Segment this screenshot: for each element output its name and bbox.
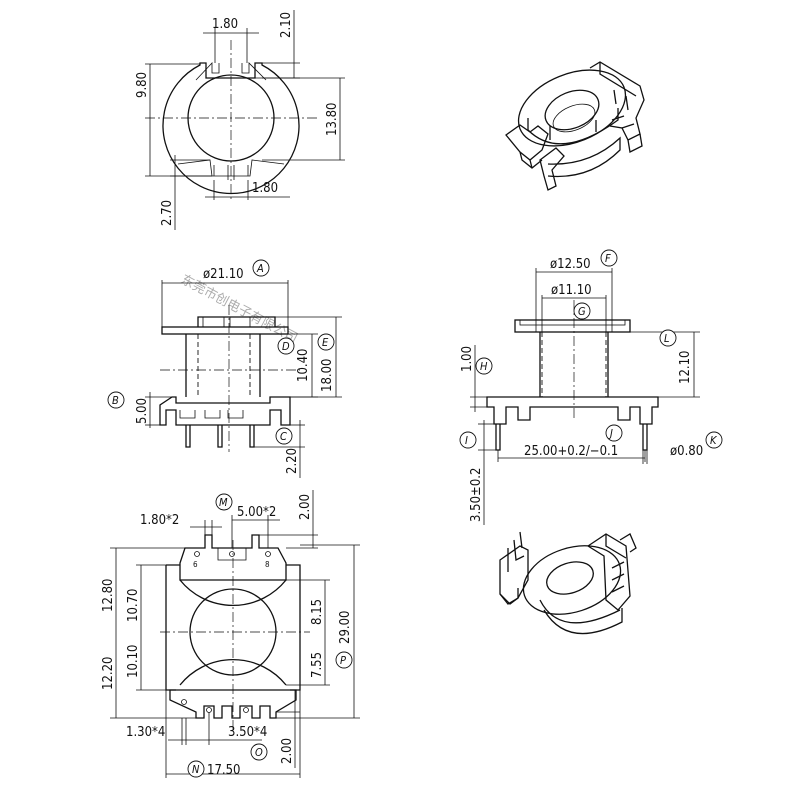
bubble-L [659, 329, 677, 347]
svg-text:D: D [282, 340, 290, 353]
svg-text:P: P [340, 654, 346, 667]
dim-H: 1.00 [460, 346, 475, 372]
bubble-O [250, 743, 268, 761]
top-view-top-notch [195, 61, 267, 81]
dim-F: ø12.50 [550, 257, 591, 272]
svg-text:O: O [255, 746, 263, 759]
iso-view-upper [505, 61, 645, 191]
dim-E: 18.00 [320, 359, 335, 392]
bottom-view: 6 8 1.80*2 5.00*2 M 2.00 12.80 10.70 [101, 490, 360, 778]
front-view: ø21.10 A 10.40 D 18.00 E 5.00 B 2.20 C [107, 259, 342, 478]
dim-D: 10.40 [296, 349, 311, 382]
bubble-F [600, 249, 618, 267]
bubble-D [277, 337, 295, 355]
svg-text:M: M [219, 496, 228, 509]
top-view-bottom-slot [213, 165, 249, 180]
bubble-J [605, 424, 623, 442]
bubble-H [475, 357, 493, 375]
dim-left-inner: 9.80 [135, 72, 150, 98]
svg-text:A: A [256, 262, 264, 275]
dim-P: 29.00 [338, 611, 353, 644]
svg-text:C: C [280, 430, 287, 443]
dim-left-upper-inner: 10.70 [126, 589, 141, 622]
dim-left-upper-outer: 12.80 [101, 579, 116, 612]
bubble-K [705, 431, 723, 449]
dim-G: ø11.10 [551, 283, 592, 298]
bubble-M [215, 493, 233, 511]
bubble-P [335, 651, 353, 669]
dim-top-pin-width: 1.80*2 [140, 513, 179, 528]
dim-right-lower: 7.55 [310, 652, 325, 678]
dim-L: 12.10 [678, 351, 693, 384]
top-view-outer-ring [162, 62, 300, 195]
bubble-N [187, 760, 205, 778]
svg-text:F: F [605, 252, 611, 265]
dim-N: 17.50 [207, 763, 240, 778]
svg-text:N: N [192, 763, 200, 776]
svg-text:B: B [112, 394, 119, 407]
dim-O: 3.50*4 [228, 725, 267, 740]
svg-text:E: E [322, 336, 329, 349]
top-view: 1.80 2.10 9.80 13.80 1.80 2.70 [135, 10, 345, 230]
dim-right-upper: 8.15 [310, 599, 325, 625]
dim-bottom-pin-width: 1.30*4 [126, 725, 165, 740]
dim-top-slot: 1.80 [212, 17, 238, 32]
dim-J: 25.00+0.2/−0.1 [524, 444, 618, 459]
bubble-A [252, 259, 270, 277]
dim-left-lower-outer: 12.20 [101, 657, 116, 690]
dim-M: 5.00*2 [237, 505, 276, 520]
bubble-G [573, 302, 591, 320]
bubble-C [275, 427, 293, 445]
dim-A: ø21.10 [203, 267, 244, 282]
bubble-B [107, 391, 125, 409]
dim-right-outer: 13.80 [325, 103, 340, 136]
dim-C: 2.20 [285, 448, 300, 474]
dim-top-ext: 2.00 [298, 494, 313, 520]
svg-text:G: G [578, 305, 586, 318]
dim-bottom-depth: 2.70 [160, 200, 175, 226]
side-view: ø12.50 F ø11.10 G 1.00 H 12.10 L 3.50±0.… [459, 249, 723, 525]
bubble-I [459, 431, 477, 449]
dim-I: 3.50±0.2 [469, 468, 484, 522]
bubble-E [317, 333, 335, 351]
dim-left-lower-inner: 10.10 [126, 645, 141, 678]
svg-text:I: I [465, 434, 468, 447]
pin-number-8: 8 [265, 560, 270, 569]
dim-K: ø0.80 [670, 444, 703, 459]
svg-text:L: L [664, 332, 670, 345]
svg-text:H: H [480, 360, 488, 373]
dim-bottom-ext: 2.00 [280, 738, 295, 764]
pin-number-6: 6 [193, 560, 198, 569]
dim-B: 5.00 [135, 398, 150, 424]
svg-text:K: K [710, 434, 718, 447]
dim-top-depth: 2.10 [279, 12, 294, 38]
dim-bottom-slot: 1.80 [252, 181, 278, 196]
svg-text:J: J [608, 427, 613, 440]
iso-view-lower [499, 531, 637, 635]
